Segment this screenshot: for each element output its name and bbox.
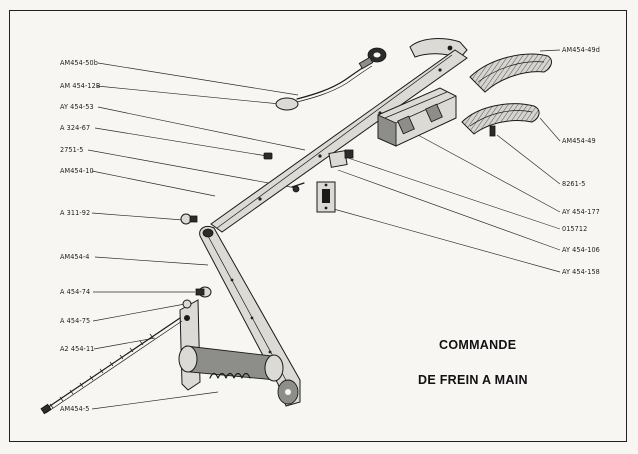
part-label: 2751-5 <box>60 145 84 154</box>
part-label: AM 454-12B <box>60 81 101 90</box>
part-label: AY 454-158 <box>562 267 600 276</box>
part-label: A 454-75 <box>60 316 91 325</box>
part-label: AM454-10 <box>60 166 94 175</box>
hand-lever <box>199 225 301 407</box>
leader-lines-right <box>329 49 561 273</box>
part-label: AM454-50b <box>60 58 98 67</box>
part-label: A 324-67 <box>60 123 91 132</box>
washer-left <box>180 213 198 225</box>
part-label: 015712 <box>562 224 588 233</box>
leader-lines-left <box>87 62 306 410</box>
diagram-title-line1: COMMANDE <box>439 338 517 352</box>
small-parts-middle <box>263 149 354 213</box>
cable-top <box>275 47 387 111</box>
part-label: AM454-49d <box>562 45 600 54</box>
part-label: AY 454-106 <box>562 245 600 254</box>
main-lever-rod <box>210 49 468 233</box>
diagram-title-line2: DE FREIN A MAIN <box>418 373 528 387</box>
part-label: AY 454-53 <box>60 102 94 111</box>
sector-lower <box>461 103 540 135</box>
pins-left <box>182 286 212 309</box>
part-label: A 311-92 <box>60 208 91 217</box>
small-pin <box>489 125 496 137</box>
part-label: A2 454-11 <box>60 344 95 353</box>
part-label: 8261-5 <box>562 179 586 188</box>
threaded-rod <box>40 317 183 415</box>
sector-upper <box>469 53 552 93</box>
ratchet-housing <box>377 87 457 147</box>
pivot-assembly <box>178 299 299 405</box>
part-label: AY 454-177 <box>562 207 600 216</box>
part-label: A 454-74 <box>60 287 91 296</box>
part-label: AM454-4 <box>60 252 90 261</box>
part-label: AM454-49 <box>562 136 596 145</box>
diagram-frame <box>9 10 627 442</box>
part-label: AM454-5 <box>60 404 90 413</box>
